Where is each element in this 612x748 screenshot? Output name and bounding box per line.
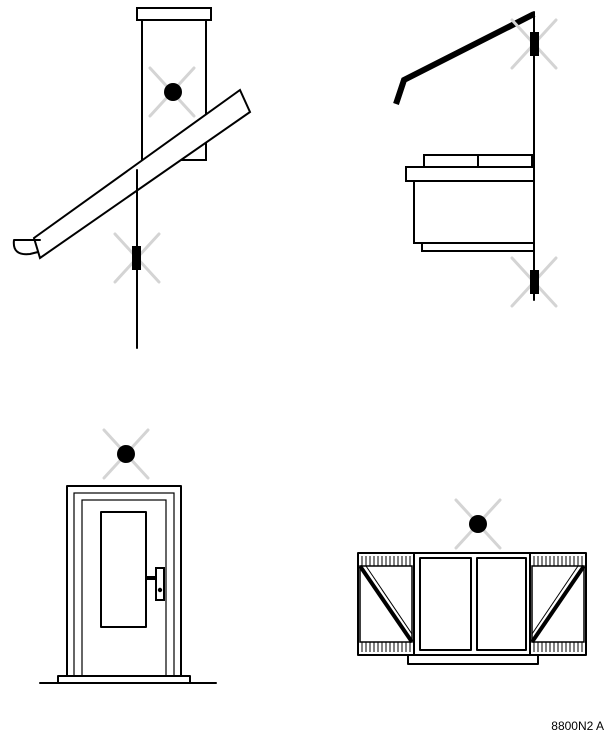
box-top-right [477, 154, 533, 168]
box-top-left [423, 154, 479, 168]
box-body [413, 180, 535, 244]
scene-shuttered-window [357, 498, 587, 665]
avoid-mark-chimney [148, 66, 196, 118]
avoid-mark-door [102, 428, 150, 480]
window-sill [407, 654, 539, 665]
roof-slab [32, 88, 252, 260]
box-rim [405, 166, 535, 182]
avoid-mark-downpipe [113, 232, 161, 284]
avoid-mark-box-bottom [510, 256, 558, 308]
gutter [12, 239, 41, 256]
window-pane-right [476, 557, 527, 651]
window-pane-left [419, 557, 472, 651]
right-shutter [529, 552, 587, 656]
scene-door [39, 428, 217, 684]
left-shutter [357, 552, 415, 656]
door-threshold [57, 675, 191, 684]
scene-chimney-roof [12, 7, 252, 349]
door-leaf [81, 499, 167, 677]
avoid-mark-eave [510, 18, 558, 70]
scene-eave-window [393, 11, 558, 308]
door-glass-panel [100, 511, 147, 628]
door-handle [146, 567, 165, 601]
avoid-mark-window [454, 498, 502, 550]
box-base [421, 242, 535, 252]
chimney-cap [136, 7, 212, 21]
roof-eave [393, 11, 536, 105]
figure-code-label: 8800N2 A [551, 719, 604, 733]
